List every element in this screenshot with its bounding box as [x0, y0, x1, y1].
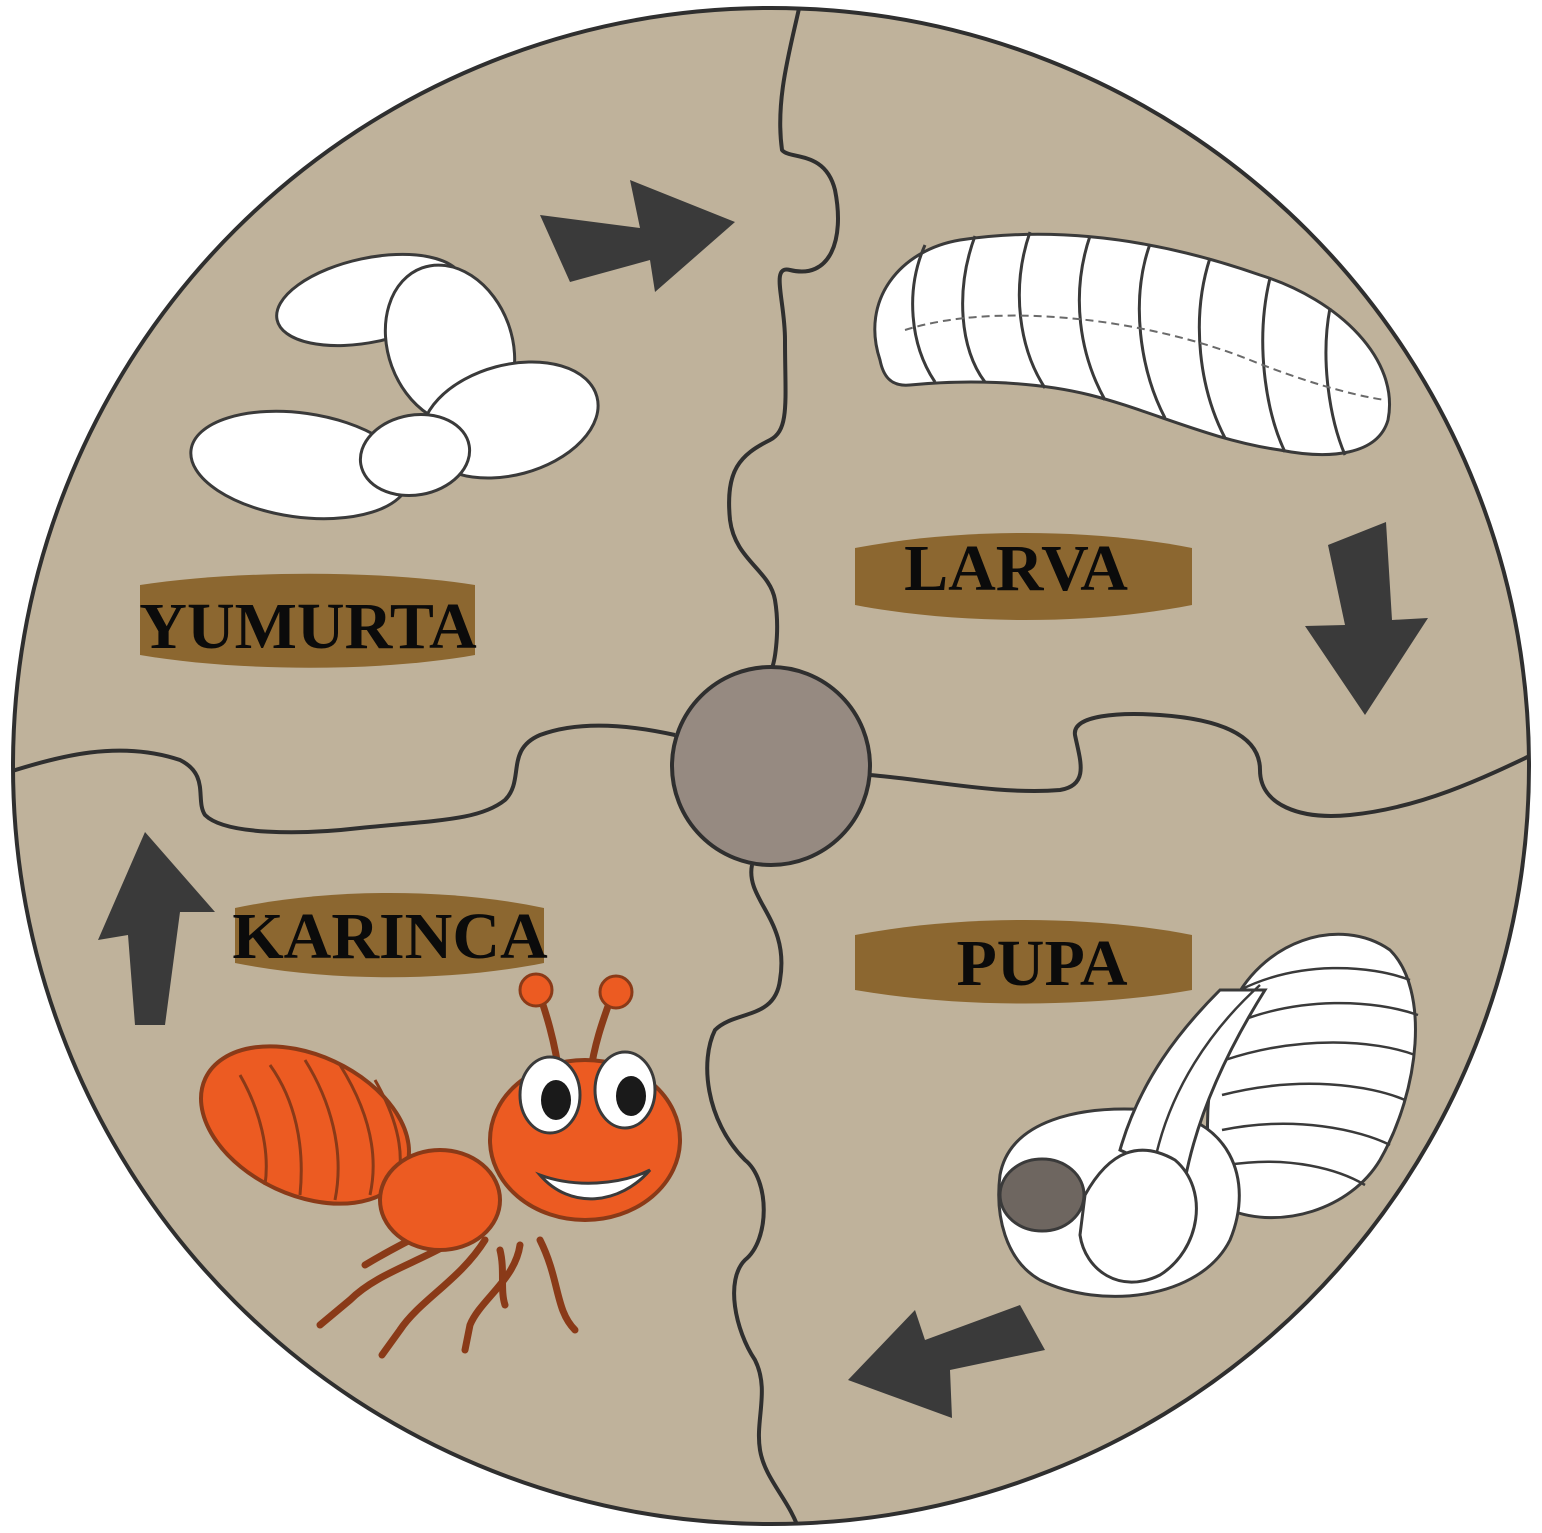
label-karinca: KARINCA [232, 893, 548, 977]
label-larva-text: LARVA [904, 532, 1128, 605]
label-larva: LARVA [855, 532, 1192, 620]
label-yumurta-text: YUMURTA [139, 590, 477, 663]
label-pupa-text: PUPA [956, 927, 1127, 1000]
label-yumurta: YUMURTA [139, 574, 477, 668]
label-pupa: PUPA [855, 920, 1192, 1004]
label-karinca-text: KARINCA [232, 900, 548, 973]
center-knob [672, 667, 870, 865]
